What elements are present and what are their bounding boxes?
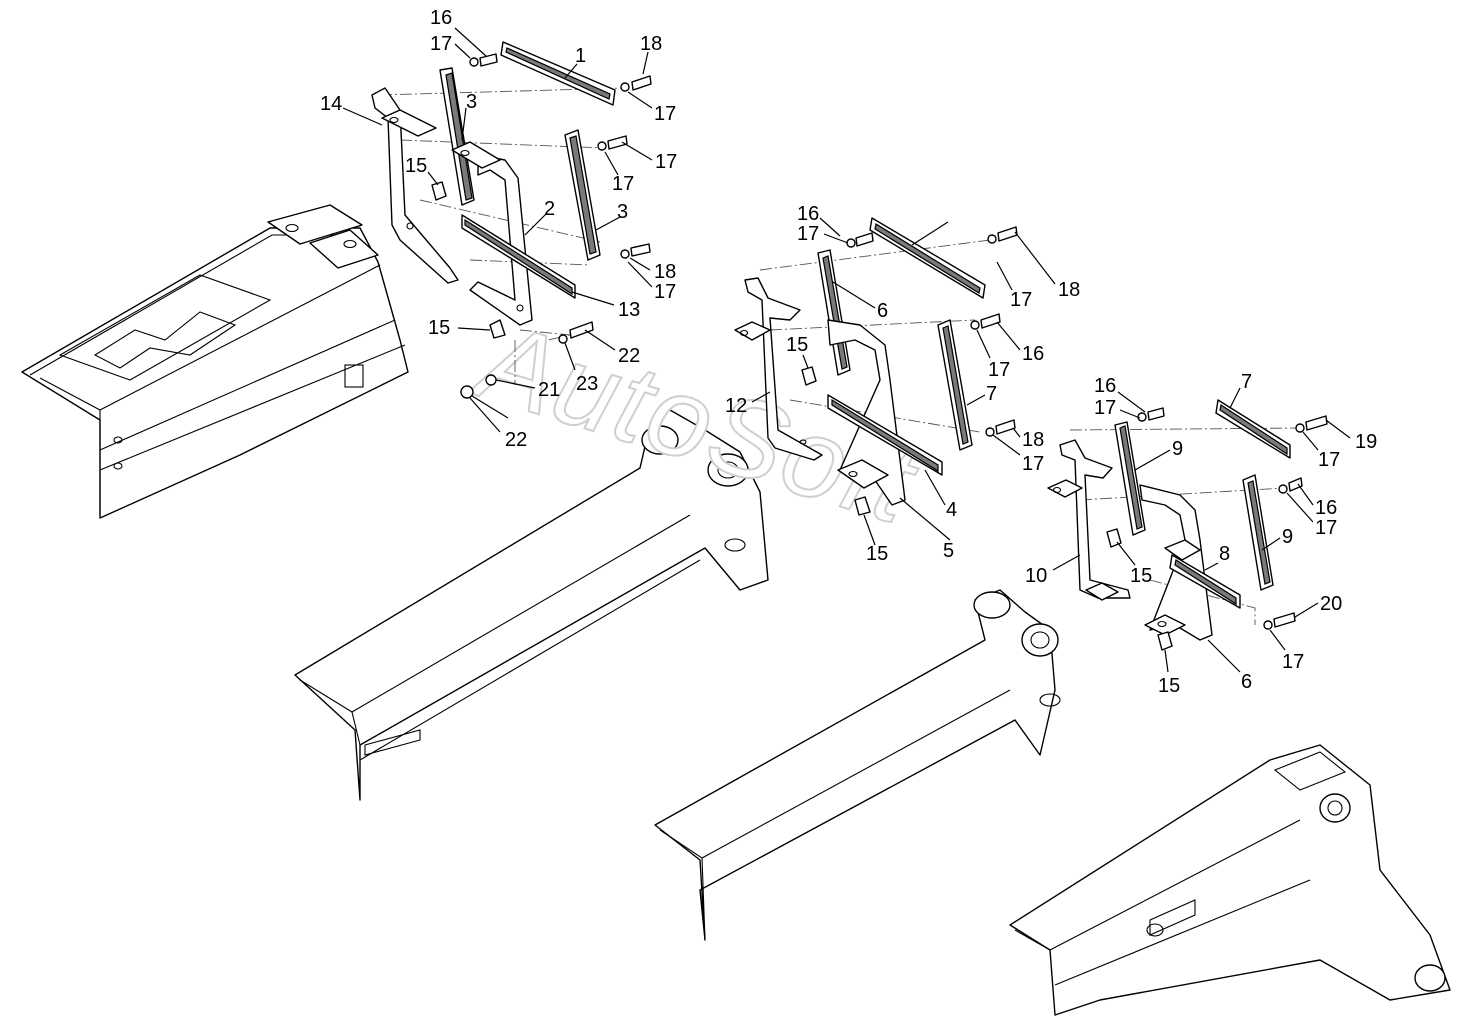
- callout-16: 16: [1022, 343, 1044, 365]
- callout-9: 9: [1172, 438, 1183, 460]
- callout-18: 18: [640, 33, 662, 55]
- callout-17: 17: [797, 223, 819, 245]
- callout-3: 3: [617, 201, 628, 223]
- part-3-strip-left: [439, 67, 475, 206]
- callout-3: 3: [466, 91, 477, 113]
- callout-18: 19: [1355, 431, 1377, 453]
- callout-15: 15: [405, 155, 427, 177]
- callout-5: 5: [943, 540, 954, 562]
- callout-17: 17: [1094, 397, 1116, 419]
- callout-17: 17: [988, 359, 1010, 381]
- part-9-strip-left: [1114, 421, 1146, 536]
- part-8-bracket: [1139, 484, 1213, 641]
- part-4-bracket: [827, 319, 906, 506]
- callout-17: 17: [654, 103, 676, 125]
- callout-9: 9: [1282, 526, 1293, 548]
- part-7-strip-top: [1215, 399, 1291, 459]
- callout-6: 7: [986, 383, 997, 405]
- callout-18: 20: [1320, 593, 1342, 615]
- callout-15: 15: [428, 317, 450, 339]
- callout-10: 10: [1025, 565, 1047, 587]
- callout-18: 18: [654, 261, 676, 283]
- callout-1: 1: [575, 45, 586, 67]
- part-6-strip-left: [817, 249, 851, 376]
- callout-16: 16: [1094, 375, 1116, 397]
- part-2-bracket: [451, 141, 533, 326]
- part-5-strip: [827, 394, 943, 476]
- callout-18: 18: [1058, 279, 1080, 301]
- callout-15: 15: [1158, 675, 1180, 697]
- callout-16: 16: [1315, 497, 1337, 519]
- callout-21: 22: [505, 429, 527, 451]
- callout-7: 8: [1219, 543, 1230, 565]
- boom-section-front: [1009, 744, 1451, 1016]
- callout-13: 13: [618, 299, 640, 321]
- part-3-strip-right: [564, 129, 601, 261]
- callout-8: 6: [1241, 671, 1252, 693]
- part-9-strip-right: [1242, 474, 1274, 591]
- callout-15: 15: [1130, 565, 1152, 587]
- part-10-bracket: [1047, 439, 1131, 601]
- part-12-bracket: [734, 277, 823, 461]
- callout-17: 17: [1010, 289, 1032, 311]
- callout-17: 17: [1318, 449, 1340, 471]
- part-1-strip: [500, 41, 616, 106]
- callout-16: 17: [655, 151, 677, 173]
- callout-15: 15: [786, 334, 808, 356]
- callout-2: 2: [544, 198, 555, 220]
- part-13-strip: [461, 214, 576, 299]
- callout-17: 17: [612, 173, 634, 195]
- callout-17: 17: [1315, 517, 1337, 539]
- fasteners-group-1: [431, 53, 652, 399]
- callout-14: 14: [320, 93, 342, 115]
- callout-17: 17: [654, 281, 676, 303]
- callout-labels: 16 17 1 18 17 14 3 15 17 17 2 3 18 17 13…: [320, 7, 1377, 697]
- boom-section-second: [294, 409, 769, 801]
- part-23-strip: [869, 217, 986, 299]
- callout-16: 16: [430, 7, 452, 29]
- callout-17: 17: [430, 33, 452, 55]
- callout-6: 6: [877, 300, 888, 322]
- boom-section-third: [654, 589, 1061, 941]
- part-6-strip-right: [937, 319, 973, 451]
- callout-7: 7: [1241, 371, 1252, 393]
- callout-15: 15: [866, 543, 888, 565]
- fasteners-group-3: [1106, 407, 1328, 651]
- callout-20: 22: [618, 345, 640, 367]
- callout-16: 16: [797, 203, 819, 225]
- callout-4: 4: [946, 499, 957, 521]
- callout-19: 21: [538, 379, 560, 401]
- boom-section-rear: [21, 204, 409, 519]
- callout-22: 23: [576, 373, 598, 395]
- callout-17: 17: [1282, 651, 1304, 673]
- callout-12: 12: [725, 395, 747, 417]
- callout-18: 18: [1022, 429, 1044, 451]
- part-14-bracket: [371, 87, 459, 284]
- fasteners-group-2: [801, 226, 1018, 516]
- leader-lines: [342, 27, 1351, 673]
- part-7-strip-bottom: [1169, 554, 1241, 609]
- callout-17: 17: [1022, 453, 1044, 475]
